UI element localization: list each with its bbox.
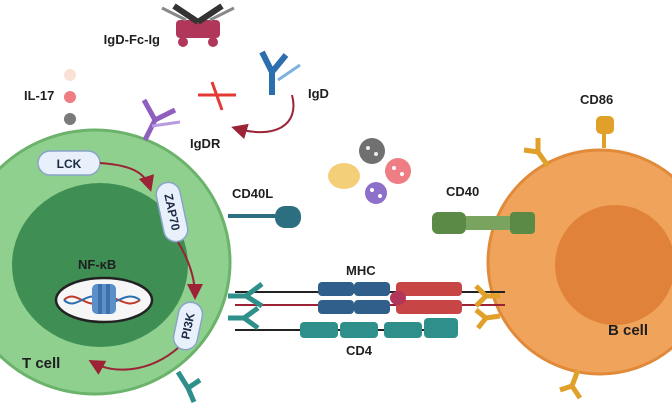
il17-label: IL-17 [24, 88, 54, 103]
cd4-label: CD4 [346, 343, 373, 358]
cd40l-label: CD40L [232, 186, 273, 201]
pi3k-label: PI3K [178, 311, 197, 340]
cd40-molecule [432, 212, 535, 234]
il17-cytokines [64, 69, 76, 125]
igd-curved-arrow [231, 94, 295, 140]
cytokine-cluster [328, 138, 411, 204]
cd4-molecule [235, 318, 458, 338]
b-cell [486, 148, 672, 376]
cd40-label: CD40 [446, 184, 479, 199]
mhc-tcr-complex [235, 282, 505, 314]
pi3k-to-tcell-arrow [88, 347, 179, 375]
pi3k-pill: PI3K [172, 301, 204, 351]
lck-to-zap70-arrow [99, 162, 155, 192]
igdr-label: IgDR [190, 136, 221, 151]
igd-fc-ig-molecule [161, 3, 235, 47]
zap70-to-pi3k-arrow [177, 241, 203, 300]
cd40l-molecule [228, 206, 301, 228]
tcell-teal-receptors [175, 282, 264, 403]
lck-pill: LCK [37, 150, 101, 176]
igd-fc-ig-label: IgD-Fc-Ig [104, 32, 160, 47]
cd86-label: CD86 [580, 92, 613, 107]
t-cell-label: T cell [22, 355, 60, 372]
zap70-pill: ZAP70 [155, 181, 189, 243]
bcell-gold-receptors [474, 138, 583, 400]
mhc-label: MHC [346, 263, 376, 278]
dna-oval [54, 276, 154, 324]
inhibition-mark [198, 81, 236, 111]
igdr-receptor [141, 98, 181, 142]
cd86-molecule [596, 116, 614, 148]
lck-label: LCK [57, 157, 82, 171]
b-cell-label: B cell [608, 322, 648, 339]
igd-antibody [259, 50, 301, 95]
nfkb-label: NF-κB [78, 257, 116, 272]
igd-label: IgD [308, 86, 329, 101]
